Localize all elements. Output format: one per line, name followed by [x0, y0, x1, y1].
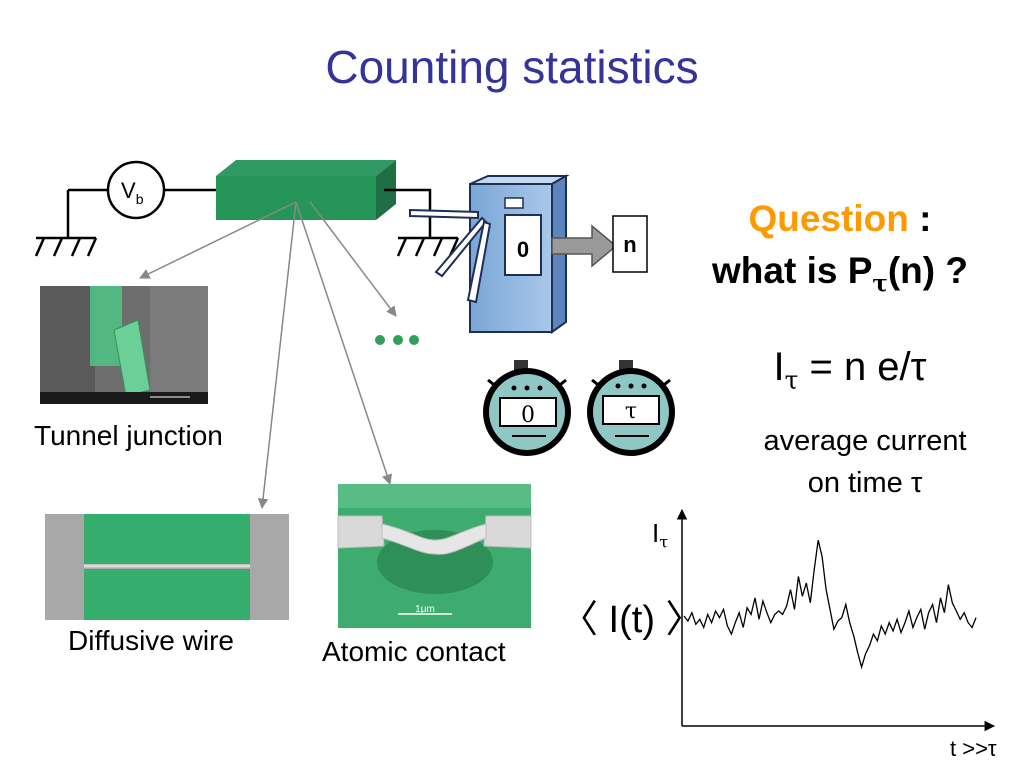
question-colon: : [908, 198, 932, 239]
counter-start-value: 0 [517, 237, 529, 262]
question-suffix: (n) ? [887, 250, 968, 291]
ground-right-icon [396, 236, 460, 257]
y-axis-symbol: I [652, 518, 660, 548]
turnstile-counter-icon [375, 174, 648, 345]
plot-axes [676, 508, 996, 732]
voltage-source-label: Vb [121, 178, 144, 207]
stopwatch-end-value: τ [625, 399, 637, 424]
tunnel-junction-image [40, 286, 208, 404]
question-word: Question [748, 198, 909, 239]
conductor-block [216, 160, 396, 220]
scale-bar-label: 1μm [415, 604, 435, 615]
average-note-line2: on time τ [807, 467, 923, 499]
plot-x-axis-label: t >>τ [950, 736, 997, 761]
plot-y-axis-label: Iτ [652, 518, 668, 552]
counter-end-value: n [623, 232, 636, 257]
tunnel-junction-caption: Tunnel junction [34, 420, 223, 451]
diffusive-wire-image [45, 514, 289, 620]
average-note-line1: average current [763, 425, 967, 457]
atomic-contact-image: 1μm [337, 484, 532, 628]
stopwatch-start-icon: 0 [483, 360, 571, 456]
question-prefix: what is P [712, 250, 873, 291]
question-heading: Question : [660, 198, 1020, 240]
slide-title: Counting statistics [325, 41, 699, 93]
formula-lhs: I [773, 345, 785, 389]
average-current-formula: Iτ = n e/τ [700, 345, 1000, 395]
mean-current-label: 〈 I(t) 〉 [560, 599, 704, 641]
sample-arrows [139, 201, 397, 510]
y-axis-subscript: τ [659, 532, 669, 552]
question-text: what is Pτ(n) ? [660, 250, 1020, 297]
ground-left-icon [34, 190, 98, 257]
atomic-contact-caption: Atomic contact [322, 636, 506, 667]
stopwatch-start-value: 0 [521, 403, 535, 428]
question-subscript: τ [872, 270, 888, 298]
formula-lhs-subscript: τ [784, 365, 799, 395]
stopwatch-end-icon: τ [587, 360, 675, 456]
current-trace [683, 539, 977, 670]
circuit [34, 160, 460, 257]
diffusive-wire-caption: Diffusive wire [68, 625, 234, 656]
voltage-source-icon [106, 160, 166, 220]
average-current-note: average current on time τ [730, 420, 1000, 504]
wire-right [384, 188, 432, 238]
formula-rhs: = n e/τ [798, 345, 927, 389]
